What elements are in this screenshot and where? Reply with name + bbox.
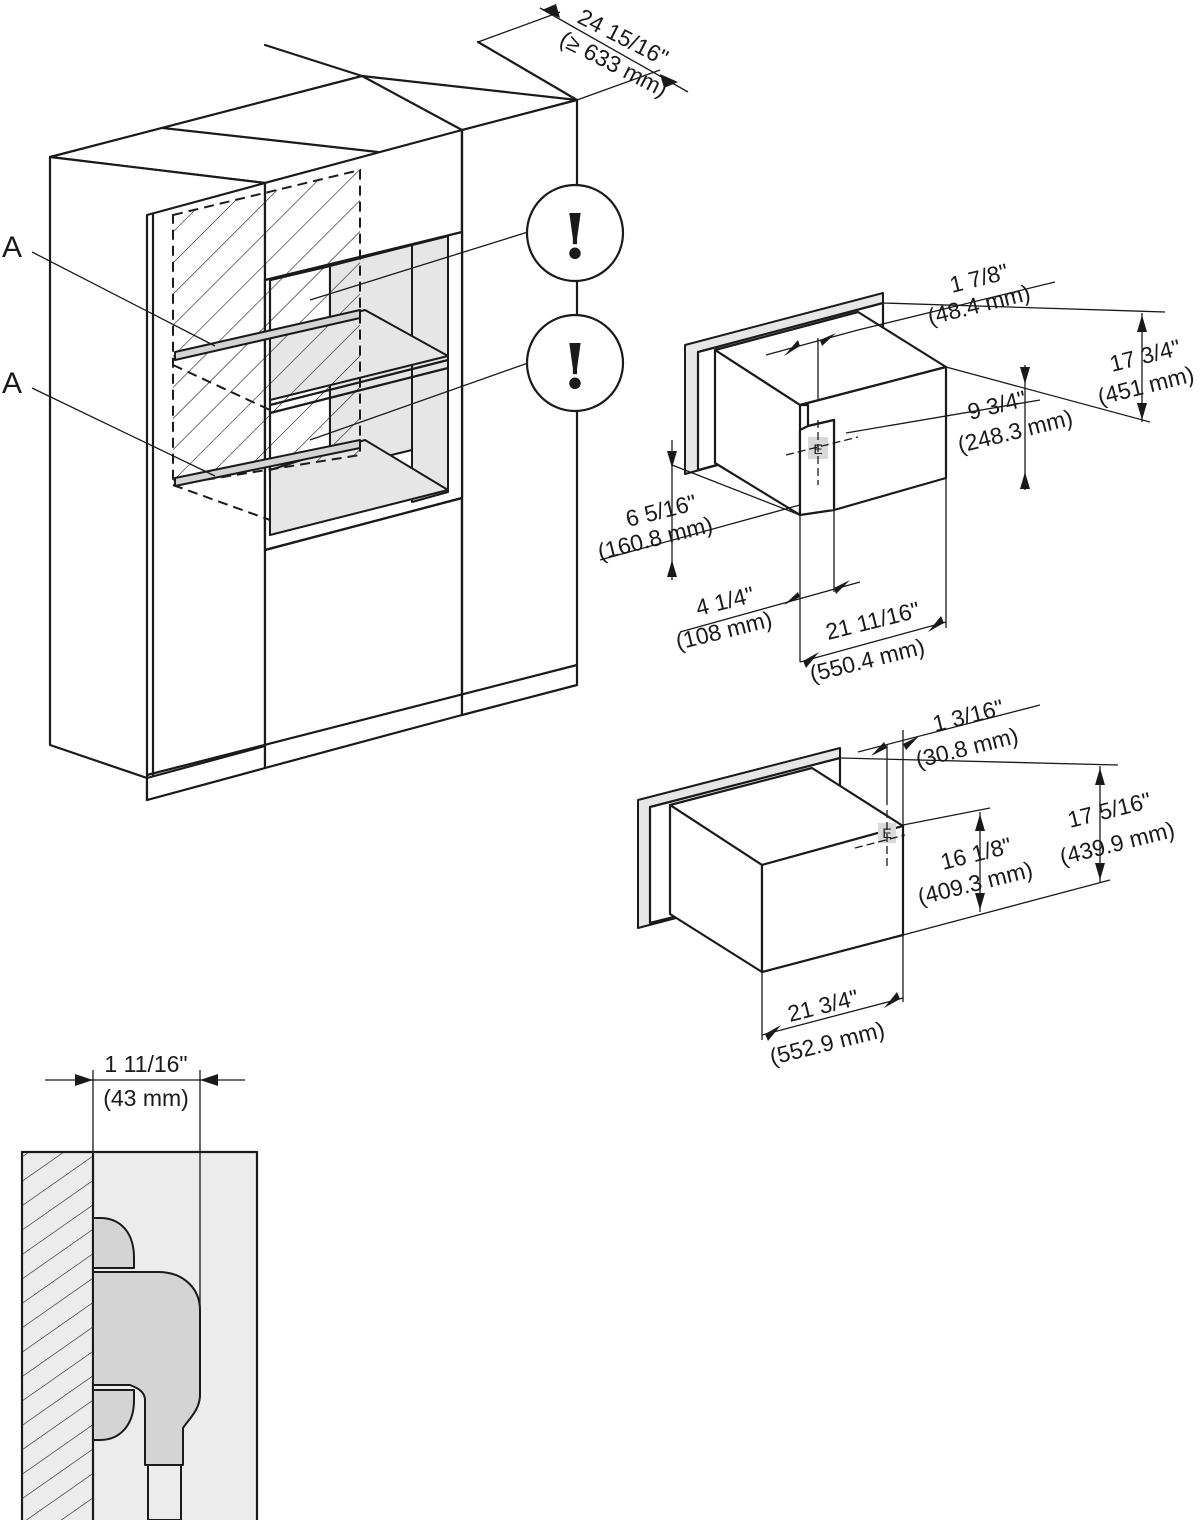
socket-lower-lobe <box>92 1389 135 1441</box>
warning-icon-lower <box>525 313 625 413</box>
plug-clearance-detail: 1 11/16" (43 mm) <box>20 1051 259 1520</box>
rack-rail-upper <box>174 309 361 361</box>
warning-mark-upper: ! <box>561 200 588 273</box>
drawer-depth-mm: (552.9 mm) <box>767 1016 887 1070</box>
rack-rail-lower <box>174 439 361 487</box>
warning-symbols: ! ! <box>309 183 625 441</box>
wall-hatched <box>22 1152 93 1520</box>
rack-label-lower: A <box>2 367 22 400</box>
plug-clearance-in: 1 11/16" <box>104 1051 187 1077</box>
tall-cabinet <box>48 40 579 802</box>
electrical-marker-drawer: E <box>882 825 891 841</box>
plug-cable <box>147 1464 182 1520</box>
drawer-depth-in: 21 3/4" <box>785 984 861 1027</box>
drawer-front-offset-mm: (30.8 mm) <box>913 722 1021 773</box>
plug-body <box>92 1271 201 1466</box>
drawer-niche-box: E <box>637 747 906 974</box>
appliance-outline-hatched <box>173 170 360 485</box>
socket-cutout <box>798 418 836 517</box>
rack-label-upper: A <box>2 231 22 264</box>
oven-niche-box: E <box>684 292 948 517</box>
warning-icon-upper <box>525 183 625 283</box>
oven-depth-mm: (550.4 mm) <box>807 633 927 687</box>
cabinet-depth-dimension: 24 15/16" (≥ 633 mm) <box>477 3 689 102</box>
plug-clearance-mm: (43 mm) <box>103 1085 189 1111</box>
warning-mark-lower: ! <box>561 330 588 403</box>
rack-callouts: A A <box>2 231 216 477</box>
socket-upper-lobe <box>92 1217 135 1269</box>
